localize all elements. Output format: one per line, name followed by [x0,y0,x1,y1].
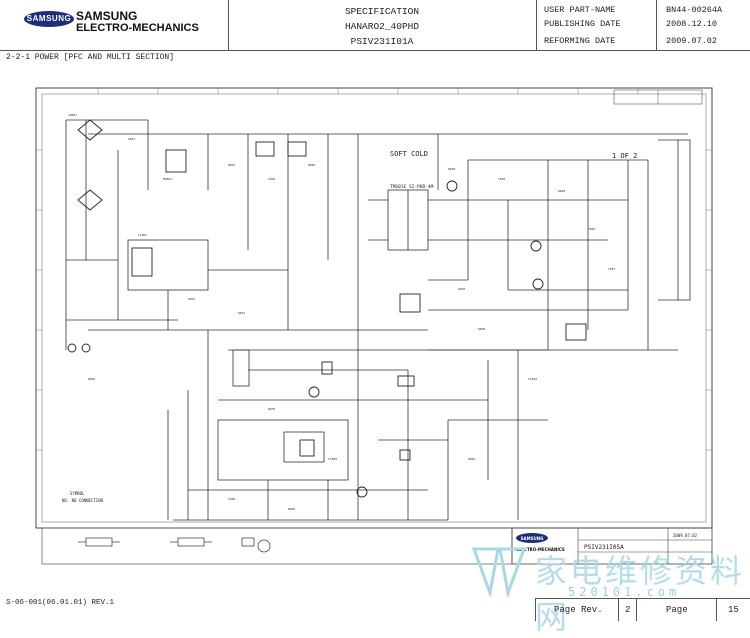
meta-values: BN44-00264A 2008.12.10 2009.07.02 [656,0,750,50]
frame-ruler-ticks [36,88,712,451]
svg-text:R860: R860 [478,327,485,331]
svg-text:C804: C804 [268,177,275,181]
page-footer: Page Rev. 2 Page 15 [535,598,750,621]
svg-text:D850: D850 [588,227,595,231]
sheet-label: 1 OF 2 [612,152,637,160]
svg-text:R840: R840 [558,189,565,193]
svg-text:Q820: Q820 [458,287,465,291]
soft-cold-label: SOFT COLD [390,150,428,158]
publishing-date-value: 2008.12.10 [666,19,718,29]
svg-text:D820: D820 [448,167,455,171]
logo-line-2: ELECTRO-MECHANICS [76,22,199,34]
title-block-part-code: PSIV231I05A [584,544,624,551]
svg-text:R806: R806 [308,163,315,167]
page-label: Page [666,605,688,615]
form-code: S-06-001(06.01.01) REV.1 [6,599,115,607]
title-block-date: 2009.07.02 [673,533,698,538]
svg-text:C830: C830 [498,177,505,181]
schematic-inner-frame [41,93,707,523]
svg-text:D801: D801 [128,137,135,141]
spec-title: SPECIFICATION [344,6,420,17]
notes-box [41,527,513,565]
svg-text:IC880: IC880 [328,457,337,461]
svg-text:IC850: IC850 [528,377,537,381]
schematic-labels: SOFT COLD 1 OF 2 TMS01E SI-PHD-4M SYMBOL… [62,150,637,503]
watermark-text: 家电维修资料网 [535,552,746,636]
svg-text:C890: C890 [228,497,235,501]
spec-title-block: SPECIFICATION HANARO2_40PHD PSIV231I01A [228,0,537,50]
svg-text:BD801: BD801 [163,177,172,181]
svg-text:C855: C855 [608,267,615,271]
watermark-logo-icon [471,547,527,597]
legend-symbol: SYMBOL [70,491,85,496]
logo-line-1: SAMSUNG [76,9,138,23]
notes-symbols [78,537,271,553]
page-number: 15 [728,605,739,615]
svg-text:CN801: CN801 [68,113,77,117]
page-rev-value: 2 [625,605,631,615]
circuit-components [67,119,587,498]
part-code: PSIV231I01A [350,36,414,47]
title-block-company: ELECTRO-MECHANICS [516,547,565,552]
title-block-logo [516,533,548,543]
title-block: SAMSUNG ELECTRO-MECHANICS PSIV231I05A 20… [511,527,713,565]
svg-text:R801: R801 [228,163,235,167]
legend-connection: NO. NO CONNECTION [62,498,104,503]
part-name-value: BN44-00264A [666,5,723,15]
svg-text:IC801: IC801 [138,233,147,237]
document-header: SAMSUNG SAMSUNG ELECTRO-MECHANICS SPECIF… [0,0,750,51]
part-name-label: USER PART-NAME [544,5,616,15]
samsung-logo-oval: SAMSUNG [24,11,74,27]
page-rev-label: Page Rev. [554,605,603,615]
company-logo: SAMSUNG SAMSUNG ELECTRO-MECHANICS [0,0,229,50]
transformer-label: TMS01E SI-PHD-4M [390,184,434,190]
svg-text:R899: R899 [88,377,95,381]
watermark-url: 520101.com [568,585,681,599]
reforming-date-label: REFORMING DATE [544,36,616,46]
meta-labels: USER PART-NAME PUBLISHING DATE REFORMING… [536,0,657,50]
svg-text:R870: R870 [268,407,275,411]
svg-text:R895: R895 [288,507,295,511]
model-name: HANARO2_40PHD [344,21,420,32]
svg-text:Q801: Q801 [188,297,195,301]
publishing-date-label: PUBLISHING DATE [544,19,621,29]
svg-text:D895: D895 [468,457,475,461]
section-title: 2-2-1 POWER [PFC AND MULTI SECTION] [6,53,175,62]
circuit-wiring [65,119,691,521]
schematic-frame [35,87,713,529]
reforming-date-value: 2009.07.02 [666,36,718,46]
title-block-brand: SAMSUNG [521,536,544,541]
svg-text:R815: R815 [238,311,245,315]
